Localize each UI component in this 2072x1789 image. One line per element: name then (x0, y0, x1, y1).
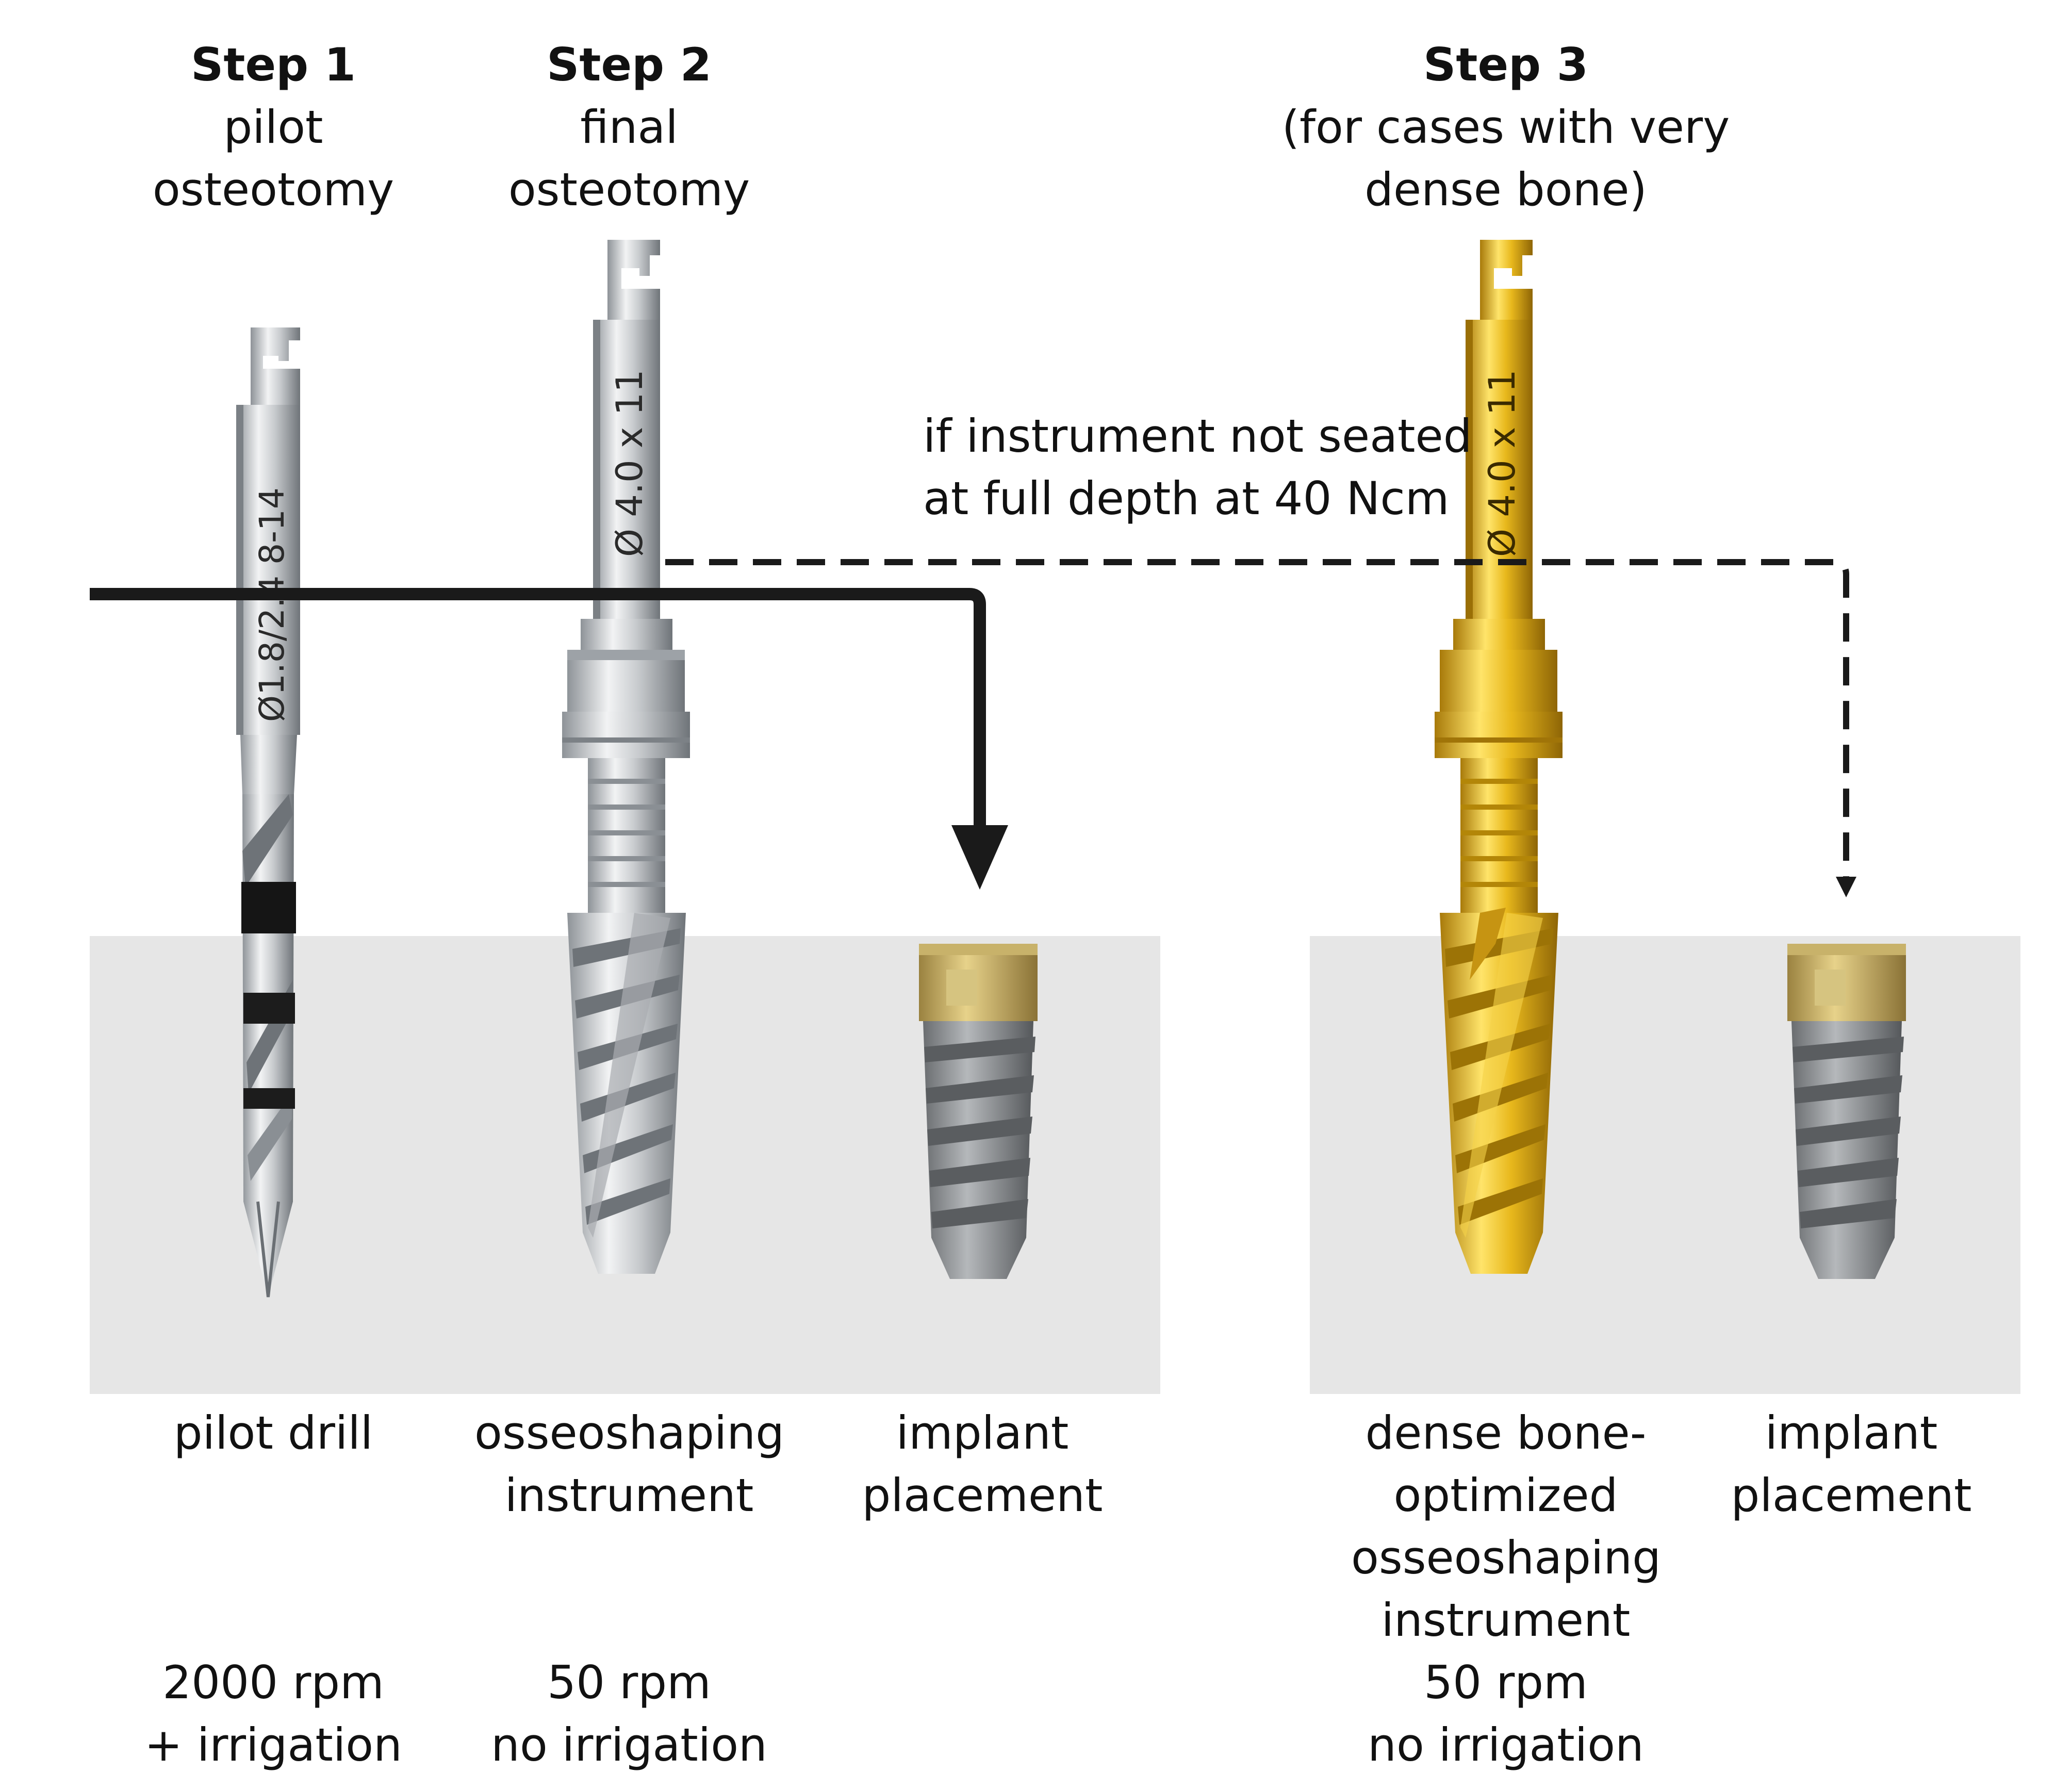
osseoshaping-label-line2: instrument (504, 1469, 754, 1522)
pilot-settings: 2000 rpm + irrigation (119, 1651, 428, 1776)
step-3-line1: (for cases with very (1281, 101, 1730, 154)
implant-1-label-line1: implant (896, 1406, 1069, 1459)
dense-bone-label: dense bone- optimized osseoshaping instr… (1351, 1402, 1662, 1651)
pilot-settings-irrigation: + irrigation (144, 1718, 402, 1771)
osseoshaping-label: osseoshaping instrument (474, 1402, 784, 1527)
condition-note-line2: at full depth at 40 Ncm (923, 472, 1450, 525)
implant-1-label: implant placement (828, 1402, 1137, 1527)
dense-bone-label-line4: instrument (1381, 1594, 1631, 1647)
standard-path-arrow (90, 588, 1008, 890)
dense-bone-label-line1: dense bone- (1365, 1406, 1647, 1459)
pilot-settings-speed: 2000 rpm (162, 1656, 384, 1709)
step-2-title: Step 2 (547, 38, 712, 91)
implant-1-label-line2: placement (862, 1469, 1103, 1522)
step-3-header: Step 3 (for cases with very dense bone) (1248, 34, 1764, 221)
implant-2-label: implant placement (1697, 1402, 2006, 1527)
dense-settings: 50 rpm no irrigation (1351, 1651, 1660, 1776)
step-1-title: Step 1 (191, 38, 356, 91)
bone-block-right (1310, 936, 2020, 1394)
implant-2 (1787, 944, 1906, 1279)
dense-bone-label-line2: optimized (1393, 1469, 1618, 1522)
pilot-drill-label: pilot drill (119, 1402, 428, 1464)
step-1-header: Step 1 pilot osteotomy (119, 34, 428, 221)
dense-bone-osseoshaping-instrument: Ø 4.0 x 11 (1435, 240, 1563, 1274)
condition-note: if instrument not seated at full depth a… (923, 405, 1472, 530)
implant-2-label-line2: placement (1731, 1469, 1972, 1522)
dense-bone-marking: Ø 4.0 x 11 (1481, 369, 1523, 557)
dense-bone-path-arrow (665, 559, 1856, 897)
pilot-drill-label-line1: pilot drill (173, 1406, 373, 1459)
pilot-drill-marking: Ø1.8/2.4 8-14 (252, 487, 292, 722)
osseo-settings-speed: 50 rpm (547, 1656, 711, 1709)
dense-bone-label-line3: osseoshaping (1351, 1531, 1662, 1584)
step-3-title: Step 3 (1423, 38, 1588, 91)
implant-2-label-line1: implant (1765, 1406, 1938, 1459)
dense-settings-irrigation: no irrigation (1368, 1718, 1644, 1771)
osseoshaping-label-line1: osseoshaping (474, 1406, 785, 1459)
step-2-line1: final (580, 101, 678, 154)
osseoshaping-marking: Ø 4.0 x 11 (609, 369, 651, 557)
step-2-header: Step 2 final osteotomy (474, 34, 784, 221)
pilot-drill: Ø1.8/2.4 8-14 (236, 327, 300, 1298)
step-1-line1: pilot (223, 101, 323, 154)
implant-1 (919, 944, 1038, 1279)
osseo-settings: 50 rpm no irrigation (474, 1651, 784, 1776)
dense-settings-speed: 50 rpm (1424, 1656, 1588, 1709)
step-3-line2: dense bone) (1364, 163, 1647, 216)
osseoshaping-instrument: Ø 4.0 x 11 (562, 240, 690, 1274)
step-2-line2: osteotomy (508, 163, 750, 216)
condition-note-line1: if instrument not seated (923, 409, 1472, 463)
osseo-settings-irrigation: no irrigation (491, 1718, 767, 1771)
step-1-line2: osteotomy (152, 163, 394, 216)
